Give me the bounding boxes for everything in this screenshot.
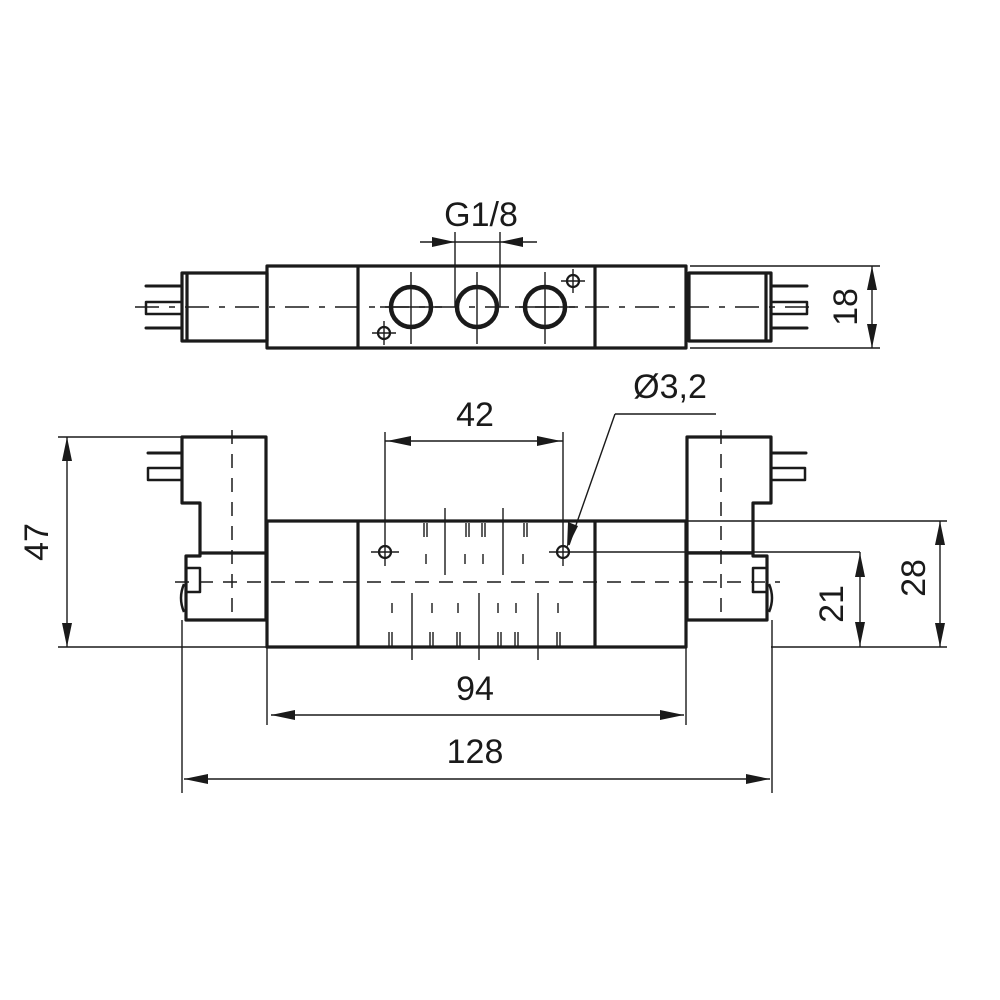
g18-label: G1/8 bbox=[444, 196, 518, 234]
front-main-body bbox=[265, 519, 688, 649]
dim-94-label: 94 bbox=[456, 670, 494, 708]
top-right-pin-2 bbox=[769, 300, 809, 316]
dim-g18: G1/8 bbox=[420, 196, 537, 307]
dim-28: 28 bbox=[686, 520, 947, 648]
top-main-body bbox=[265, 264, 688, 350]
dim-47-label: 47 bbox=[18, 523, 56, 561]
dim-128-label: 128 bbox=[447, 733, 504, 771]
dim-21-label: 21 bbox=[813, 585, 851, 623]
front-right-solenoid bbox=[685, 430, 808, 622]
port-1 bbox=[380, 272, 442, 344]
dim-18-label: 18 bbox=[827, 288, 865, 326]
front-view: 47 42 Ø3,2 28 bbox=[18, 368, 947, 793]
dim-128: 128 bbox=[181, 620, 773, 793]
dim-18: 18 bbox=[690, 265, 880, 349]
dim-diameter-label: Ø3,2 bbox=[633, 368, 707, 406]
dim-21: 21 bbox=[813, 552, 865, 647]
valve-internal-marks bbox=[388, 508, 561, 660]
dim-42: 42 bbox=[385, 396, 563, 446]
dim-28-label: 28 bbox=[895, 559, 933, 597]
port-2 bbox=[454, 272, 500, 344]
dim-94: 94 bbox=[266, 647, 687, 725]
front-mount-hole-left bbox=[371, 432, 399, 566]
dim-diameter-leader: Ø3,2 bbox=[567, 368, 716, 548]
top-mount-hole-left bbox=[372, 321, 396, 345]
top-mount-hole-right bbox=[561, 269, 585, 293]
front-left-solenoid bbox=[146, 430, 268, 622]
top-view: G1/8 18 bbox=[135, 196, 880, 350]
dim-42-label: 42 bbox=[456, 396, 494, 434]
dim-47: 47 bbox=[18, 436, 267, 648]
port-3 bbox=[515, 272, 578, 344]
top-left-pin-2 bbox=[144, 300, 184, 316]
